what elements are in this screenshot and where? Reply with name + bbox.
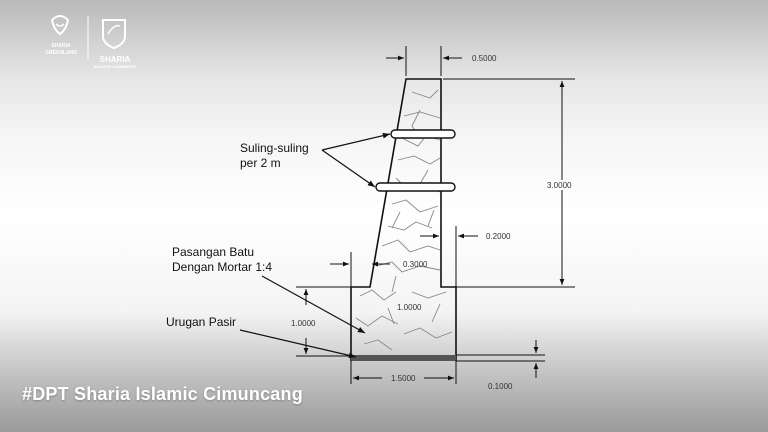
dim-base-width-label: 1.5000 — [391, 374, 416, 383]
sharia-greenland-logo: SHARIA GREENLAND — [45, 15, 77, 56]
label-masonry-line1: Pasangan Batu — [172, 245, 254, 259]
label-sand-fill: Urugan Pasir — [166, 315, 236, 329]
dim-sand-thickness-label: 0.1000 — [488, 382, 513, 391]
sand-fill-layer — [351, 355, 456, 361]
label-masonry-line2: Dengan Mortar 1:4 — [172, 260, 272, 274]
dim-footing-outer-label: 1.0000 — [291, 319, 316, 328]
sharia-logo: SHARIA BUILDING COMMUNITIES — [94, 19, 137, 69]
dim-footing-outer — [296, 286, 351, 357]
dim-footing-inner-label: 1.0000 — [397, 303, 422, 312]
wall-outline — [350, 78, 457, 361]
bottom-shade — [0, 312, 768, 432]
logo-right-name: SHARIA — [100, 55, 131, 64]
dim-top-width — [386, 46, 462, 76]
weep-hole-top — [390, 129, 456, 139]
dim-inner-offset-label: 0.3000 — [403, 260, 428, 269]
dim-offset-label: 0.2000 — [486, 232, 511, 241]
logo-right-tagline: BUILDING COMMUNITIES — [94, 65, 137, 69]
leader-sand-fill — [239, 329, 357, 359]
leader-masonry — [261, 275, 366, 334]
dim-top-width-label: 0.5000 — [472, 54, 497, 63]
caption: #DPT Sharia Islamic Cimuncang — [22, 384, 303, 404]
label-weep-holes-line2: per 2 m — [240, 156, 281, 170]
dim-offset — [420, 226, 478, 287]
label-weep-holes-line1: Suling-suling — [240, 141, 309, 155]
dim-inner-offset — [330, 252, 390, 287]
weep-hole-bottom — [375, 182, 456, 192]
dim-height — [443, 78, 575, 288]
leader-weep-holes — [321, 132, 391, 188]
logo-left-line1: SHARIA — [51, 43, 71, 49]
dim-sand-thickness — [456, 340, 545, 378]
logo-left-line2: GREENLAND — [45, 50, 77, 56]
dim-height-label: 3.0000 — [547, 181, 572, 190]
dim-base-width — [350, 360, 457, 384]
